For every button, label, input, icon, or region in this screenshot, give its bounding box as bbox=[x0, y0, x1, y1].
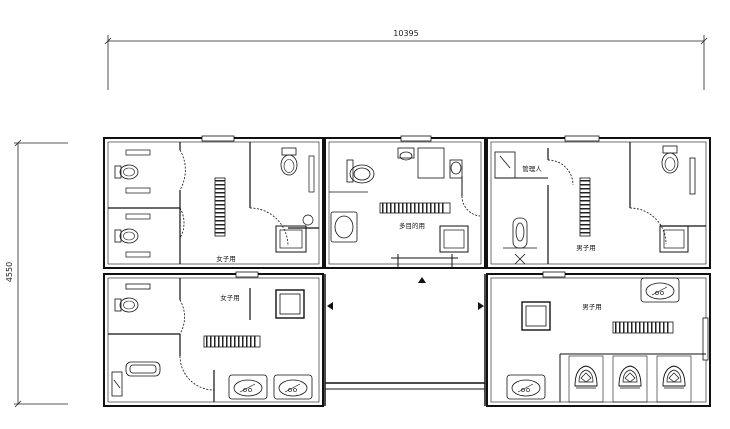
baby-seat-icon bbox=[111, 283, 161, 397]
toilet-icon bbox=[346, 147, 463, 184]
male-lower-room bbox=[521, 301, 706, 402]
hatch-rail-icon bbox=[579, 177, 591, 237]
female-upper-room bbox=[108, 142, 319, 264]
washcounter-icon bbox=[275, 214, 314, 253]
room-label-attendant: 管理人 bbox=[522, 164, 542, 173]
windows bbox=[201, 135, 709, 361]
urinal-icon bbox=[656, 355, 692, 403]
hatch-rail-icon bbox=[612, 321, 674, 334]
room-label-male-lower: 男子用 bbox=[582, 303, 602, 311]
sink-icon bbox=[506, 374, 546, 400]
toilet-icon bbox=[114, 297, 139, 313]
washbasin-icon bbox=[640, 277, 680, 303]
female-lower-room bbox=[108, 278, 251, 402]
width-dimension-text: 10395 bbox=[393, 29, 418, 38]
room-label-male-upper: 男子用 bbox=[576, 244, 596, 252]
urinal-icon bbox=[568, 355, 604, 403]
multipurpose-room bbox=[329, 147, 481, 268]
toilet-icon bbox=[661, 145, 679, 174]
room-label-multipurpose: 多目的用 bbox=[399, 221, 425, 230]
sink-icon bbox=[273, 374, 313, 400]
width-dimension: 10395 bbox=[104, 29, 708, 90]
hatch-rail-icon bbox=[214, 177, 226, 237]
entrance-arrow-icon bbox=[327, 277, 484, 310]
toilet-icon bbox=[114, 164, 139, 180]
hatch-rail-icon bbox=[379, 202, 451, 214]
grab-bar-icon bbox=[125, 149, 315, 258]
hatch-rail-icon bbox=[203, 335, 261, 348]
male-upper-room bbox=[494, 142, 706, 264]
toilet-icon bbox=[280, 147, 298, 176]
room-label-female-upper: 女子用 bbox=[216, 254, 236, 263]
room-label-female-lower: 女子用 bbox=[220, 293, 240, 302]
walls bbox=[103, 137, 711, 407]
height-dimension: 4550 bbox=[5, 139, 68, 408]
height-dimension-text: 4550 bbox=[5, 262, 14, 282]
urinal-icon bbox=[612, 355, 648, 403]
toilet-icon bbox=[114, 228, 139, 244]
washcounter-icon bbox=[275, 289, 305, 319]
urinal-icon bbox=[503, 217, 537, 265]
sink-icon bbox=[228, 374, 268, 400]
